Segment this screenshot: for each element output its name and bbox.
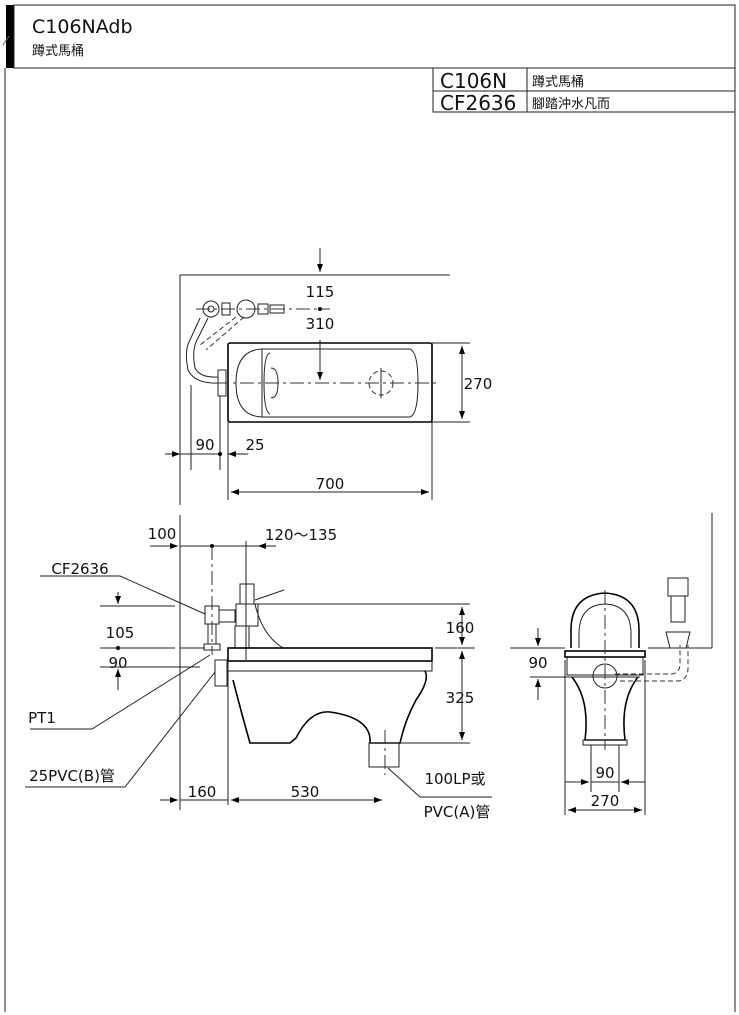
label-25pvc-b: 25PVC(B)管	[29, 767, 115, 785]
dim-270-top: 270	[464, 375, 493, 393]
label-pvc-a: PVC(A)管	[424, 803, 491, 821]
model-title: C106NAdb	[32, 16, 133, 38]
label-100lp: 100LP或	[424, 770, 485, 788]
dim-115: 115	[306, 283, 335, 301]
label-pt1: PT1	[28, 709, 56, 727]
parts-table: C106N 蹲式馬桶 CF2636 腳踏沖水凡而	[432, 67, 736, 115]
dim-310: 310	[306, 315, 335, 333]
part-name: 蹲式馬桶	[532, 75, 584, 90]
dim-90-front-width: 90	[595, 764, 614, 782]
side-view	[25, 515, 492, 810]
model-subtitle: 蹲式馬桶	[32, 44, 84, 59]
dim-25: 25	[245, 436, 264, 454]
dim-90-top: 90	[195, 436, 214, 454]
dim-120-135: 120～135	[265, 526, 337, 544]
dim-325: 325	[446, 689, 475, 707]
top-view	[165, 248, 470, 505]
front-view	[510, 513, 713, 815]
dim-160-height: 160	[446, 619, 475, 637]
dim-530: 530	[291, 783, 320, 801]
dim-160-wall: 160	[188, 783, 217, 801]
dim-270-front: 270	[591, 792, 620, 810]
part-code: C106N	[440, 69, 507, 93]
dim-100: 100	[148, 525, 177, 543]
dim-90-front-height: 90	[528, 654, 547, 672]
dim-90-side: 90	[108, 654, 127, 672]
dim-105: 105	[106, 624, 135, 642]
label-cf2636: CF2636	[51, 560, 108, 578]
dim-700: 700	[316, 475, 345, 493]
part-code: CF2636	[440, 91, 516, 115]
part-name: 腳踏沖水凡而	[532, 97, 610, 112]
sheet-frame	[2, 4, 736, 1012]
